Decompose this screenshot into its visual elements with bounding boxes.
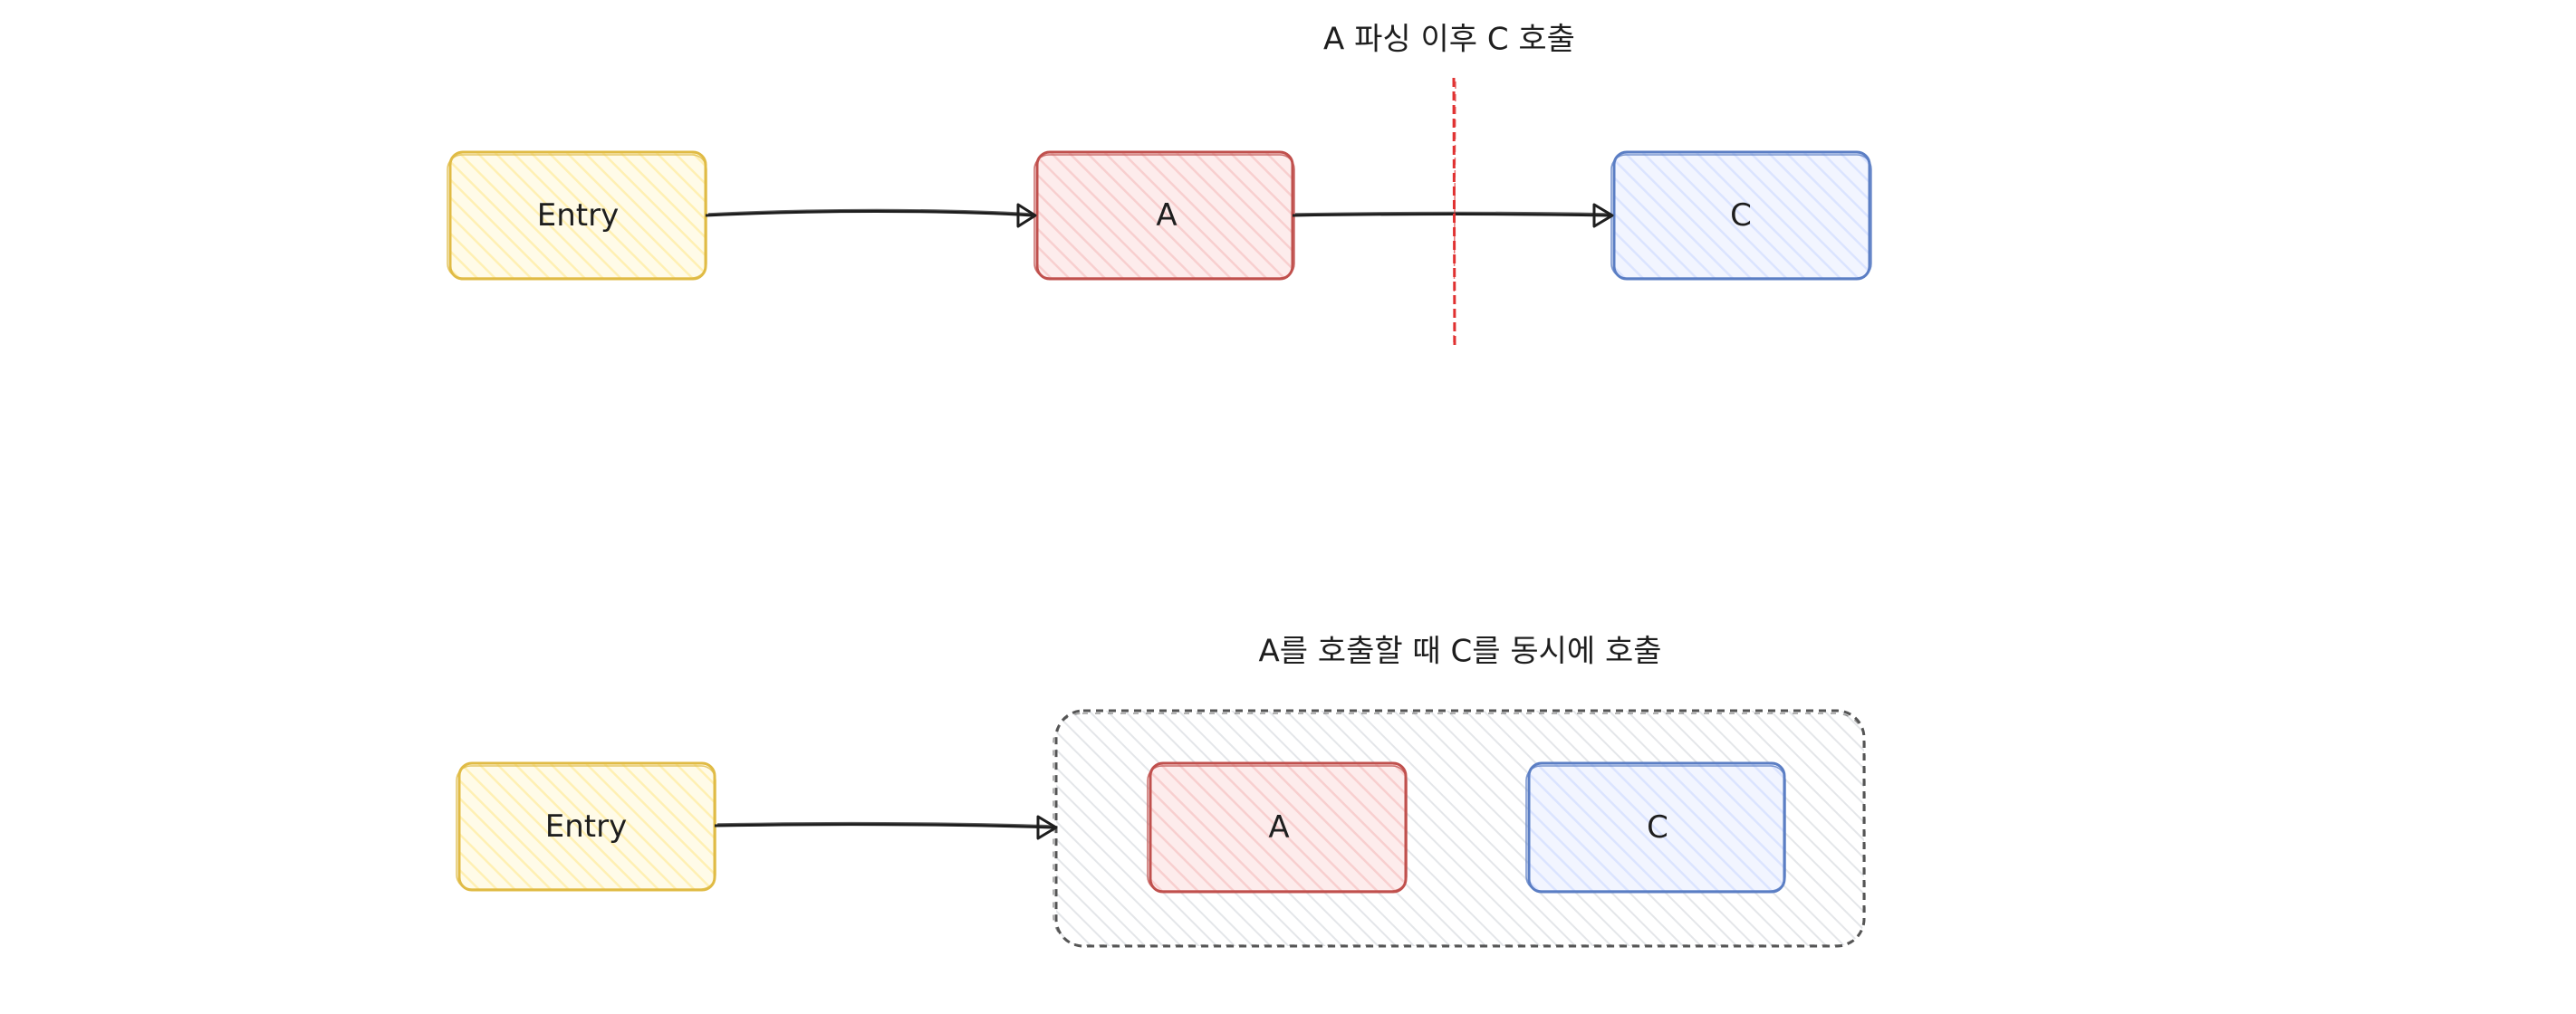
top-arrow-entry-to-a <box>705 203 1037 228</box>
top-c-label: C <box>1730 197 1752 234</box>
top-divider-line <box>1452 77 1456 350</box>
bottom-caption: A를 호출할 때 C를 동시에 호출 <box>1258 633 1662 670</box>
top-c-box <box>1610 150 1872 281</box>
bottom-a-label: A <box>1268 809 1290 846</box>
bottom-c-box <box>1525 761 1786 894</box>
top-caption: A 파싱 이후 C 호출 <box>1323 21 1575 58</box>
top-arrow-a-to-c <box>1292 203 1614 228</box>
bottom-a-box <box>1147 761 1408 894</box>
bottom-c-label: C <box>1647 809 1668 846</box>
top-a-label: A <box>1156 197 1177 234</box>
top-entry-label: Entry <box>536 197 620 234</box>
bottom-arrow-entry-to-group <box>714 815 1058 840</box>
bottom-entry-label: Entry <box>544 808 628 845</box>
bottom-entry-box <box>456 761 716 892</box>
